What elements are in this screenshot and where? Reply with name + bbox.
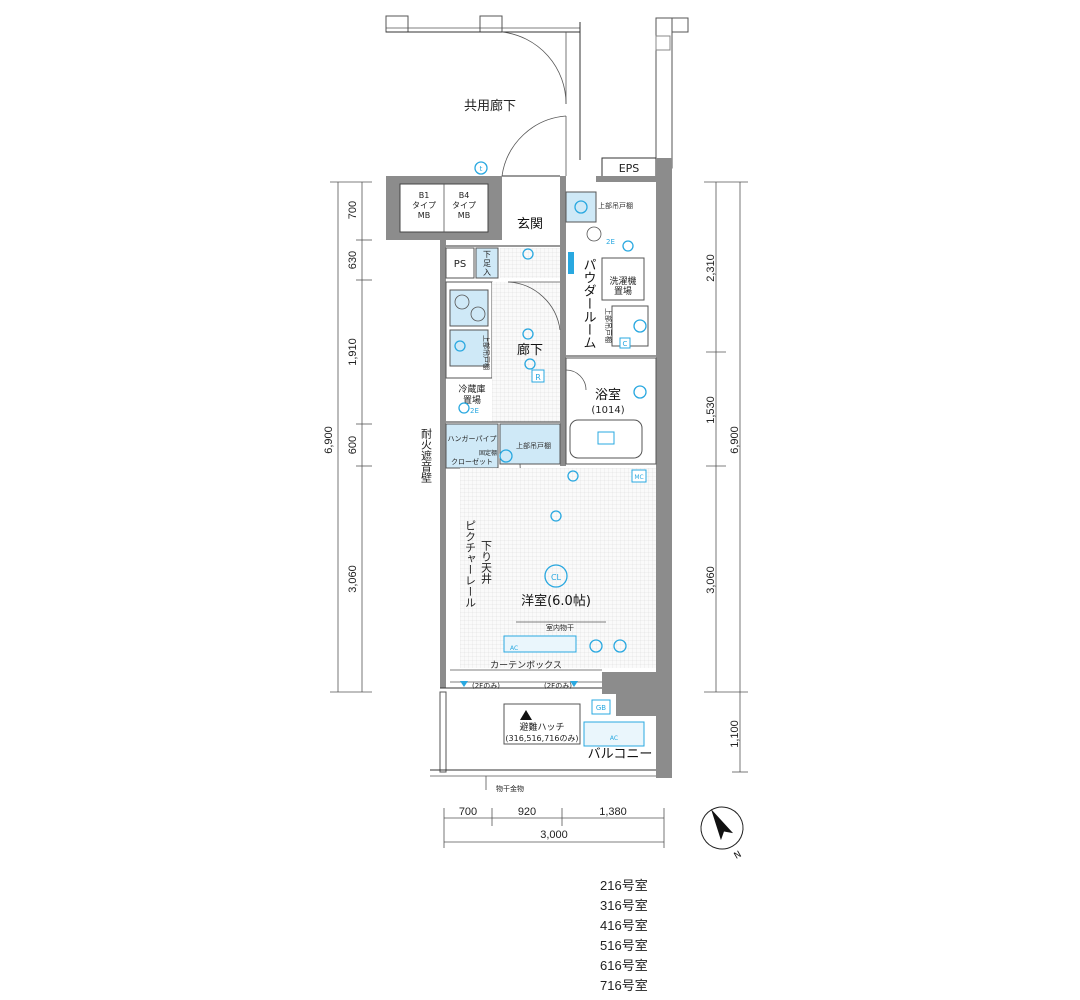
indoor-drying-label: 室内物干: [546, 623, 574, 632]
eps-label: EPS: [619, 162, 640, 175]
bottom-dimensions: 700 920 1,380 3,000: [443, 806, 665, 848]
picture-rail-label: ピクチャーレール: [464, 520, 477, 608]
escape-hatch: [503, 703, 581, 745]
svg-text:MB: MB: [418, 211, 430, 220]
svg-text:(2Fのみ): (2Fのみ): [544, 682, 572, 690]
svg-text:MC: MC: [634, 474, 643, 481]
mirror-icon: [568, 252, 574, 274]
svg-text:700: 700: [347, 201, 359, 219]
svg-text:1,910: 1,910: [347, 338, 359, 366]
intercom-icon: [474, 161, 488, 175]
lowered-ceiling-label: 下り天井: [480, 540, 493, 585]
unit-number: 516号室: [600, 938, 648, 953]
svg-text:1,530: 1,530: [705, 396, 717, 424]
svg-text:t: t: [480, 165, 483, 173]
svg-text:上部吊戸棚: 上部吊戸棚: [482, 335, 491, 370]
svg-text:ハンガーパイプ: ハンガーパイプ: [448, 434, 497, 443]
balcony-ac: [583, 721, 645, 747]
svg-text:AC: AC: [510, 645, 518, 652]
drying-hardware-label: 物干金物: [496, 784, 524, 793]
svg-text:MB: MB: [458, 211, 470, 220]
svg-text:2,310: 2,310: [705, 254, 717, 282]
unit-number: 416号室: [600, 918, 648, 933]
western-room-label: 洋室(6.0帖): [521, 593, 591, 609]
unit-number: 216号室: [600, 878, 648, 893]
svg-text:(316,516,716のみ): (316,516,716のみ): [505, 734, 578, 743]
hallway-floor: [492, 282, 560, 422]
fire-wall-label: 耐火遮音壁: [420, 428, 433, 483]
washer-space: [601, 257, 645, 301]
svg-text:N: N: [733, 850, 744, 862]
svg-text:(1014): (1014): [591, 405, 624, 416]
svg-text:AC: AC: [610, 735, 618, 742]
svg-text:洗濯機: 洗濯機: [609, 275, 636, 287]
svg-text:入: 入: [483, 268, 491, 277]
wash-basin: [565, 191, 597, 223]
svg-text:避難ハッチ: 避難ハッチ: [519, 721, 564, 733]
svg-text:700: 700: [459, 806, 477, 818]
svg-text:B4: B4: [459, 191, 470, 200]
unit-number: 316号室: [600, 898, 648, 913]
hallway-label: 廊下: [517, 342, 543, 358]
svg-text:(2Fのみ): (2Fのみ): [472, 682, 500, 690]
ps-label: PS: [454, 259, 466, 270]
outer-wall-west: [440, 240, 446, 688]
unit-list: 216号室 316号室 416号室 516号室 616号室 716号室: [600, 876, 680, 996]
svg-text:600: 600: [347, 436, 359, 454]
unit-number: 716号室: [600, 978, 648, 993]
ac-unit: [503, 635, 577, 653]
svg-text:上部吊戸棚: 上部吊戸棚: [604, 308, 613, 343]
mb-boxes: B1 タイプ MB B4 タイプ MB: [399, 183, 489, 233]
common-corridor-label: 共用廊下: [464, 98, 516, 114]
svg-text:タイプ: タイプ: [452, 201, 476, 210]
svg-text:1,380: 1,380: [599, 806, 627, 818]
svg-text:2E: 2E: [606, 238, 615, 246]
unit-number: 616号室: [600, 958, 648, 973]
entrance-label: 玄関: [517, 217, 543, 232]
svg-text:冷蔵庫: 冷蔵庫: [458, 383, 485, 395]
svg-text:置場: 置場: [463, 394, 481, 406]
svg-text:6,900: 6,900: [323, 426, 335, 454]
svg-text:タイプ: タイプ: [412, 201, 436, 210]
western-room-floor: [460, 468, 656, 668]
svg-text:置場: 置場: [614, 285, 632, 297]
right-dimensions: 2,310 1,530 3,060 6,900 1,100: [704, 181, 748, 773]
outer-wall-east: [656, 158, 672, 778]
svg-text:C: C: [623, 340, 628, 348]
svg-text:下: 下: [483, 250, 491, 259]
ceiling-light-icon: [544, 564, 568, 588]
svg-text:3,000: 3,000: [540, 829, 568, 841]
north-compass-icon: N: [700, 806, 744, 862]
shoe-box: [475, 247, 499, 279]
svg-text:3,060: 3,060: [705, 566, 717, 594]
svg-text:3,060: 3,060: [347, 565, 359, 593]
svg-text:上部吊戸棚: 上部吊戸棚: [598, 201, 633, 210]
svg-text:920: 920: [518, 806, 536, 818]
outlet-r-label: R: [535, 373, 541, 382]
svg-text:630: 630: [347, 251, 359, 269]
svg-text:6,900: 6,900: [729, 426, 741, 454]
common-corridor-area: 共用廊下: [385, 15, 689, 177]
bathtub: [569, 419, 643, 459]
powder-room-label: パウダールーム: [581, 258, 597, 349]
bath-label: 浴室: [595, 387, 621, 403]
left-dimensions: 700 630 1,910 600 3,060 6,900: [323, 181, 372, 693]
svg-text:クローゼット: クローゼット: [451, 457, 493, 466]
svg-text:固定棚: 固定棚: [479, 449, 497, 457]
balcony-label: バルコニー: [588, 747, 653, 762]
svg-text:B1: B1: [419, 191, 430, 200]
curtain-box-label: カーテンボックス: [490, 660, 562, 671]
svg-text:上部吊戸棚: 上部吊戸棚: [516, 441, 551, 450]
ceiling-light-label: CL: [551, 573, 562, 582]
svg-text:足: 足: [483, 259, 491, 268]
svg-text:GB: GB: [596, 704, 606, 712]
svg-text:2E: 2E: [470, 407, 479, 415]
svg-text:1,100: 1,100: [729, 720, 741, 748]
